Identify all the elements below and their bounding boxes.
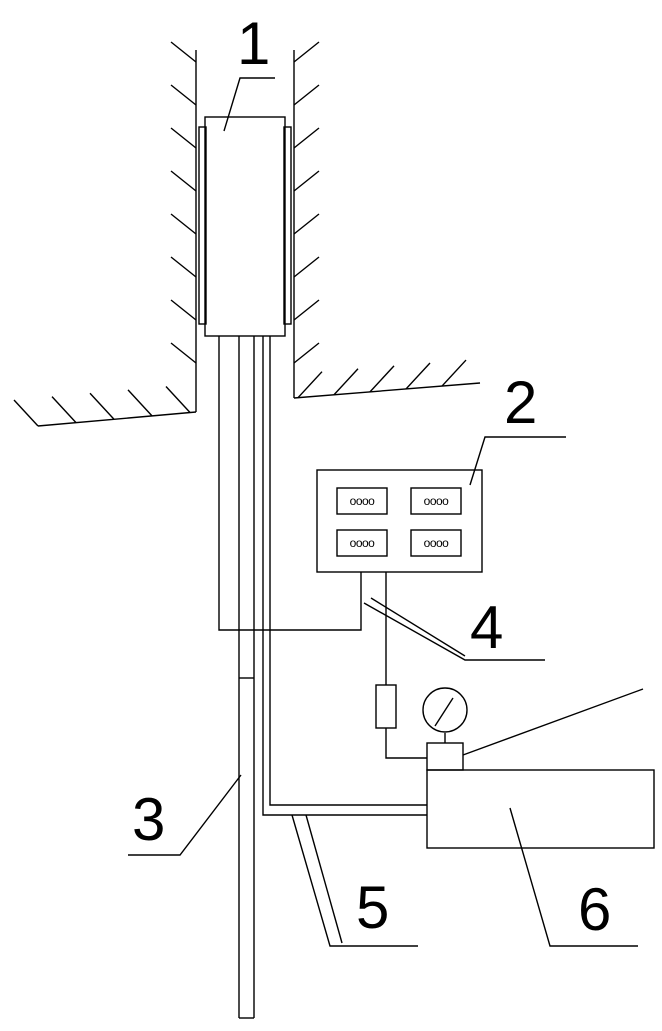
hatch-mark xyxy=(171,171,196,191)
hatch-mark xyxy=(14,400,38,426)
borehole xyxy=(14,42,480,426)
pump-tank xyxy=(427,770,654,848)
pipe-lines xyxy=(219,336,427,1018)
hatch-mark xyxy=(442,360,466,386)
hatch-mark xyxy=(298,372,322,398)
hose-inner xyxy=(270,336,427,805)
ground-surface-right xyxy=(294,383,480,398)
leader-4-a xyxy=(364,603,545,660)
sensor-wire-bottom xyxy=(386,728,427,758)
hatch-mark xyxy=(294,42,319,62)
label-4: 4 xyxy=(470,594,503,661)
hatch-mark xyxy=(294,214,319,234)
leader-6 xyxy=(510,808,638,946)
leader-4-b xyxy=(371,598,465,656)
hatch-mark xyxy=(171,257,196,277)
hatch-mark xyxy=(171,42,196,62)
hatch-mark xyxy=(294,300,319,320)
label-5: 5 xyxy=(356,874,389,941)
pump-handle xyxy=(463,689,643,755)
packer-body xyxy=(205,117,285,336)
pump-unit xyxy=(423,688,654,848)
hatch-mark xyxy=(171,85,196,105)
gauge-needle xyxy=(435,698,453,726)
hatch-mark xyxy=(294,85,319,105)
hatch-mark xyxy=(406,363,430,389)
hatch-mark xyxy=(294,128,319,148)
hatch-mark xyxy=(171,214,196,234)
hatch-mark xyxy=(294,257,319,277)
leader-2 xyxy=(470,437,566,485)
hatch-mark xyxy=(370,366,394,392)
hatch-mark xyxy=(171,128,196,148)
pump-head xyxy=(427,743,463,770)
display-3-text: oooo xyxy=(350,536,376,550)
control-box-body xyxy=(317,470,482,572)
hatch-mark xyxy=(294,343,319,363)
control-box: oooo oooo oooo oooo xyxy=(317,470,482,572)
hatch-mark xyxy=(90,393,114,419)
label-3: 3 xyxy=(132,786,165,853)
hatch-mark xyxy=(52,397,76,423)
hatch-mark xyxy=(171,343,196,363)
sensor xyxy=(376,685,396,728)
hatch-mark xyxy=(128,390,152,416)
sensor-line xyxy=(376,572,427,758)
hose-outer xyxy=(263,336,427,815)
hatch-mark xyxy=(294,171,319,191)
display-4-text: oooo xyxy=(424,536,450,550)
hatch-mark xyxy=(166,387,190,413)
label-6: 6 xyxy=(578,876,611,943)
display-2-text: oooo xyxy=(424,494,450,508)
label-1: 1 xyxy=(237,10,270,77)
hatch-mark xyxy=(334,369,358,395)
leader-1 xyxy=(224,78,275,131)
label-2: 2 xyxy=(504,369,537,436)
ground-hatching xyxy=(14,42,466,426)
cable-loop xyxy=(219,336,361,630)
packer xyxy=(199,117,291,336)
display-1-text: oooo xyxy=(350,494,376,508)
hatch-mark xyxy=(171,300,196,320)
ground-surface-left xyxy=(38,412,196,426)
